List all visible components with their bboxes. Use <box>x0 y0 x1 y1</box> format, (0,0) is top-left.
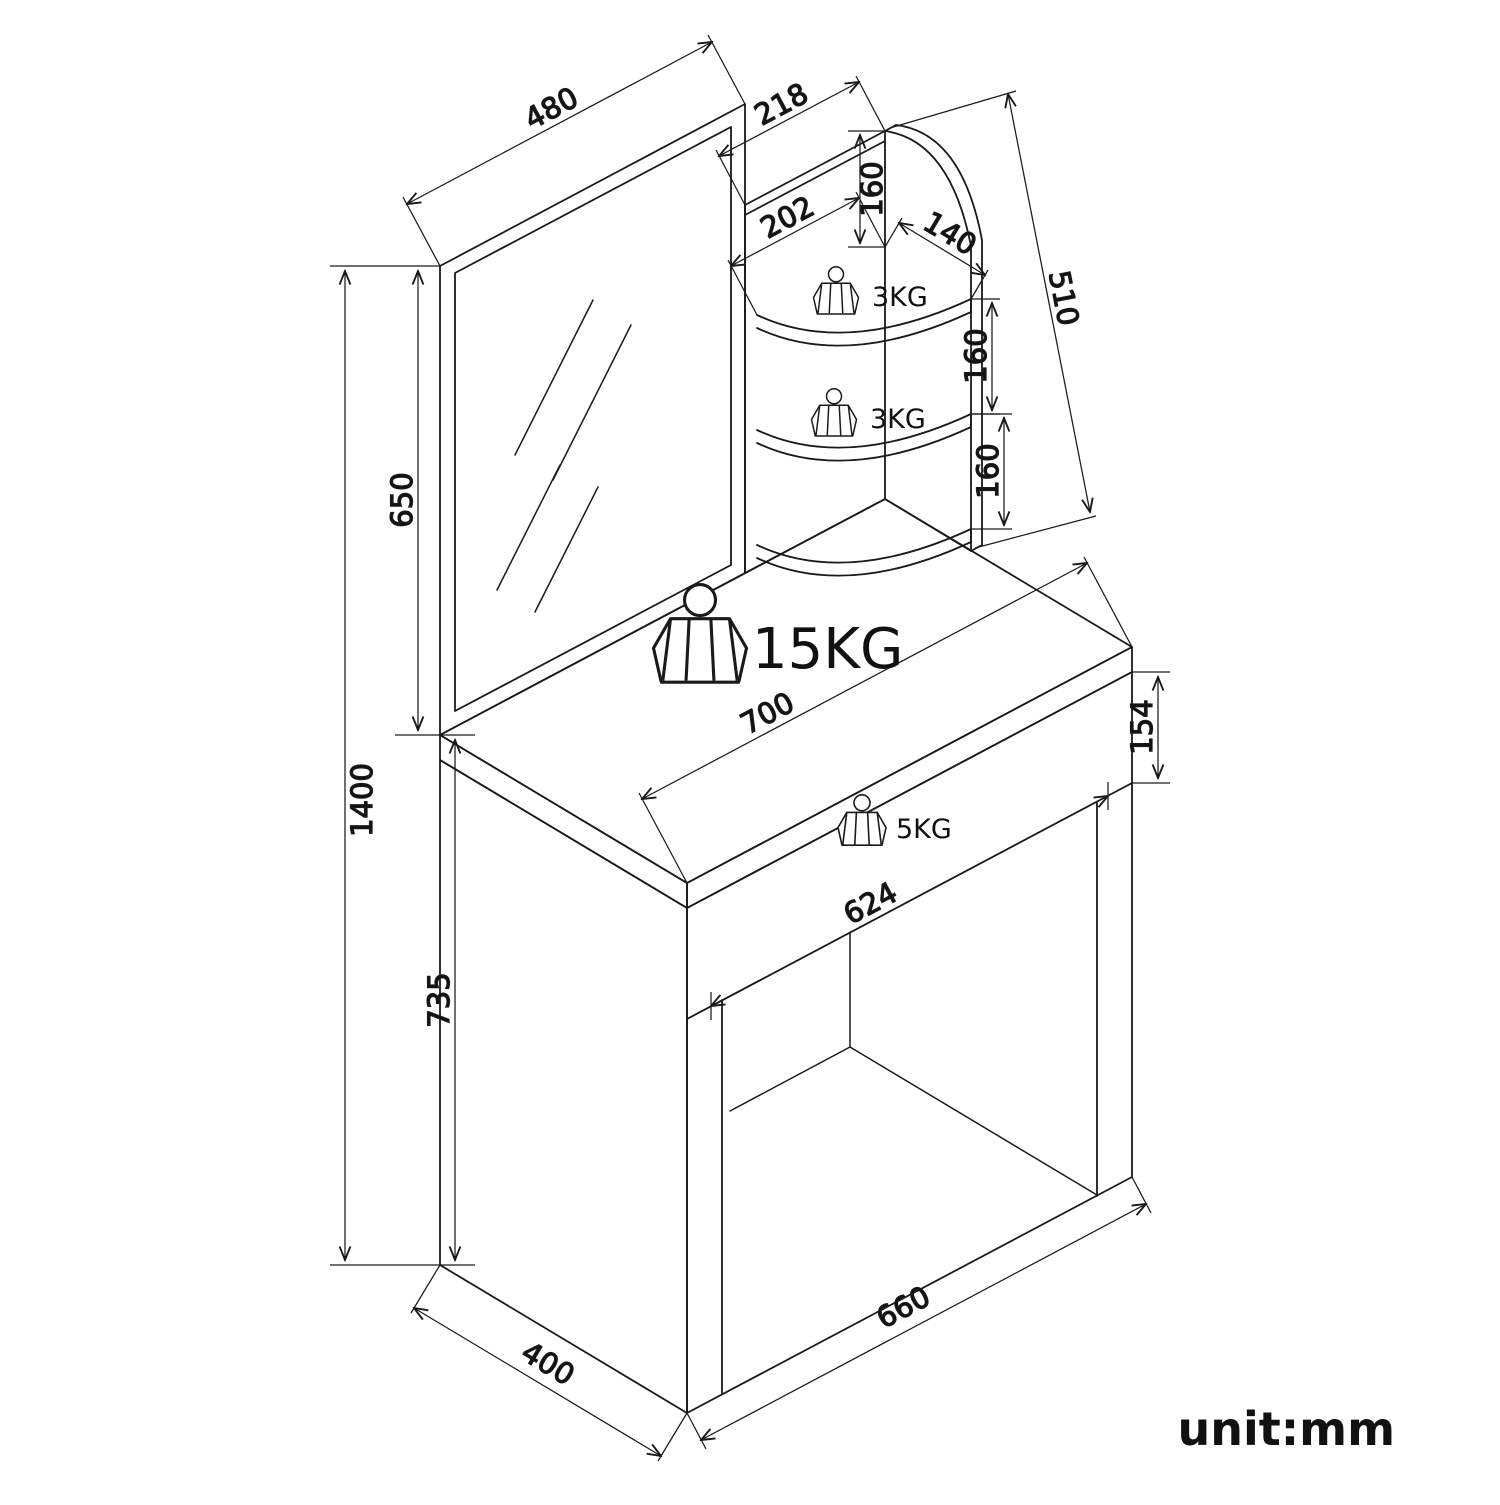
unit-label: unit:mm <box>1177 1402 1395 1456</box>
dim-mirror-height: 650 <box>330 265 475 736</box>
dim-shelf-gap-lower: 160 <box>970 413 1012 530</box>
dim-desk-height: 735 <box>421 740 456 1260</box>
mirror-glass-hatch <box>496 299 632 613</box>
dim-drawer-height: 154 <box>1124 671 1170 784</box>
load-label-lower-shelf: 3KG <box>870 404 926 435</box>
svg-text:160: 160 <box>959 328 993 383</box>
svg-text:160: 160 <box>971 443 1005 498</box>
svg-text:735: 735 <box>422 972 456 1027</box>
shelf-upper <box>756 298 972 347</box>
svg-text:154: 154 <box>1125 699 1159 754</box>
svg-text:650: 650 <box>385 472 419 527</box>
svg-text:160: 160 <box>855 161 889 216</box>
dim-shelf-gap-upper: 160 <box>958 298 1000 415</box>
svg-text:1400: 1400 <box>345 763 379 837</box>
shelf-middle <box>756 413 972 462</box>
load-label-drawer: 5KG <box>896 814 952 845</box>
dim-overall-height: 1400 <box>330 271 475 1266</box>
load-label-upper-shelf: 3KG <box>872 282 928 313</box>
